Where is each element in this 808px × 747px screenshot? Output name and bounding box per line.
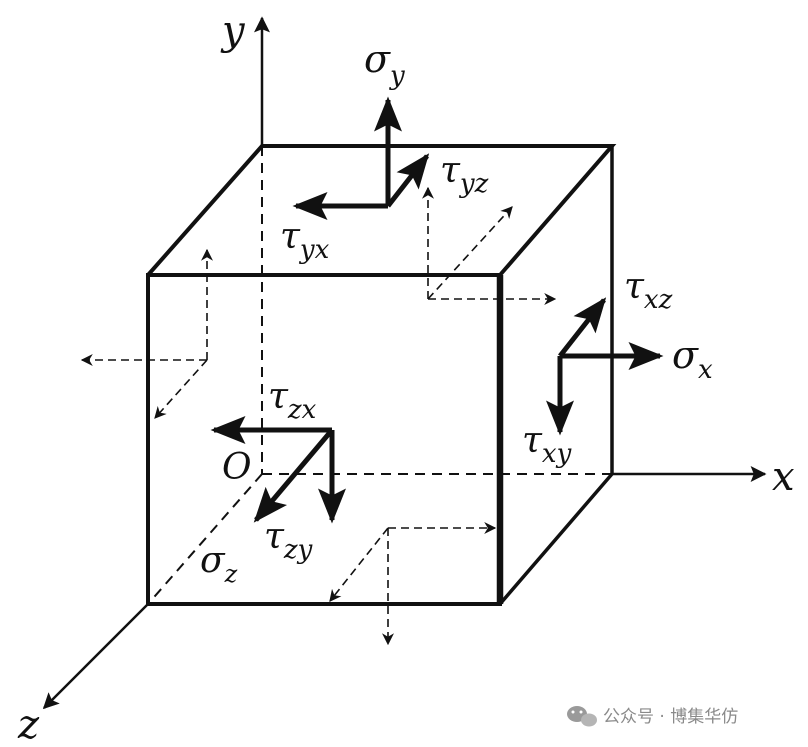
x-axis-label: x [772, 454, 795, 500]
sigma-x-label: σx [672, 333, 713, 385]
axes [42, 16, 767, 710]
bottom-face-shear-z-arrow [329, 527, 389, 602]
tau-xz-label: τxz [624, 266, 673, 315]
sigma-z-label: σz [200, 540, 238, 588]
z-axis [42, 603, 149, 710]
right-face-stresses [546, 297, 664, 436]
z-axis-label: z [17, 702, 40, 747]
sigma-y-label: σy [364, 37, 405, 91]
back-face-shear-z-arrow [427, 206, 513, 300]
cube-top-face [146, 144, 617, 277]
watermark-text: 公众号 · 博集华仿 [603, 707, 738, 727]
wechat-icon [567, 706, 597, 727]
cube [146, 144, 617, 606]
labels: y x z O σy τyz τyx τxz σx τxy τzx τzy σz [17, 8, 795, 747]
tau-zy-label: τzy [264, 516, 313, 565]
top-face-stresses [292, 96, 430, 220]
left-face-shear-z-arrow [154, 359, 208, 419]
tau-xy-label: τxy [522, 420, 572, 469]
tau-yx-label: τyx [280, 216, 330, 265]
hidden-face-stresses [80, 186, 557, 646]
tau-yz-label: τyz [440, 150, 489, 199]
front-face-stresses [210, 416, 346, 524]
y-axis-label: y [220, 8, 246, 54]
cube-right-face [498, 146, 614, 606]
tau-yz-arrow [386, 153, 430, 208]
sigma-z-arrow [253, 428, 334, 523]
watermark: 公众号 · 博集华仿 [567, 706, 738, 727]
tau-zx-label: τzx [268, 376, 317, 425]
origin-label: O [222, 447, 252, 488]
tau-xz-arrow [558, 297, 607, 358]
z-axis-hidden [147, 473, 263, 605]
